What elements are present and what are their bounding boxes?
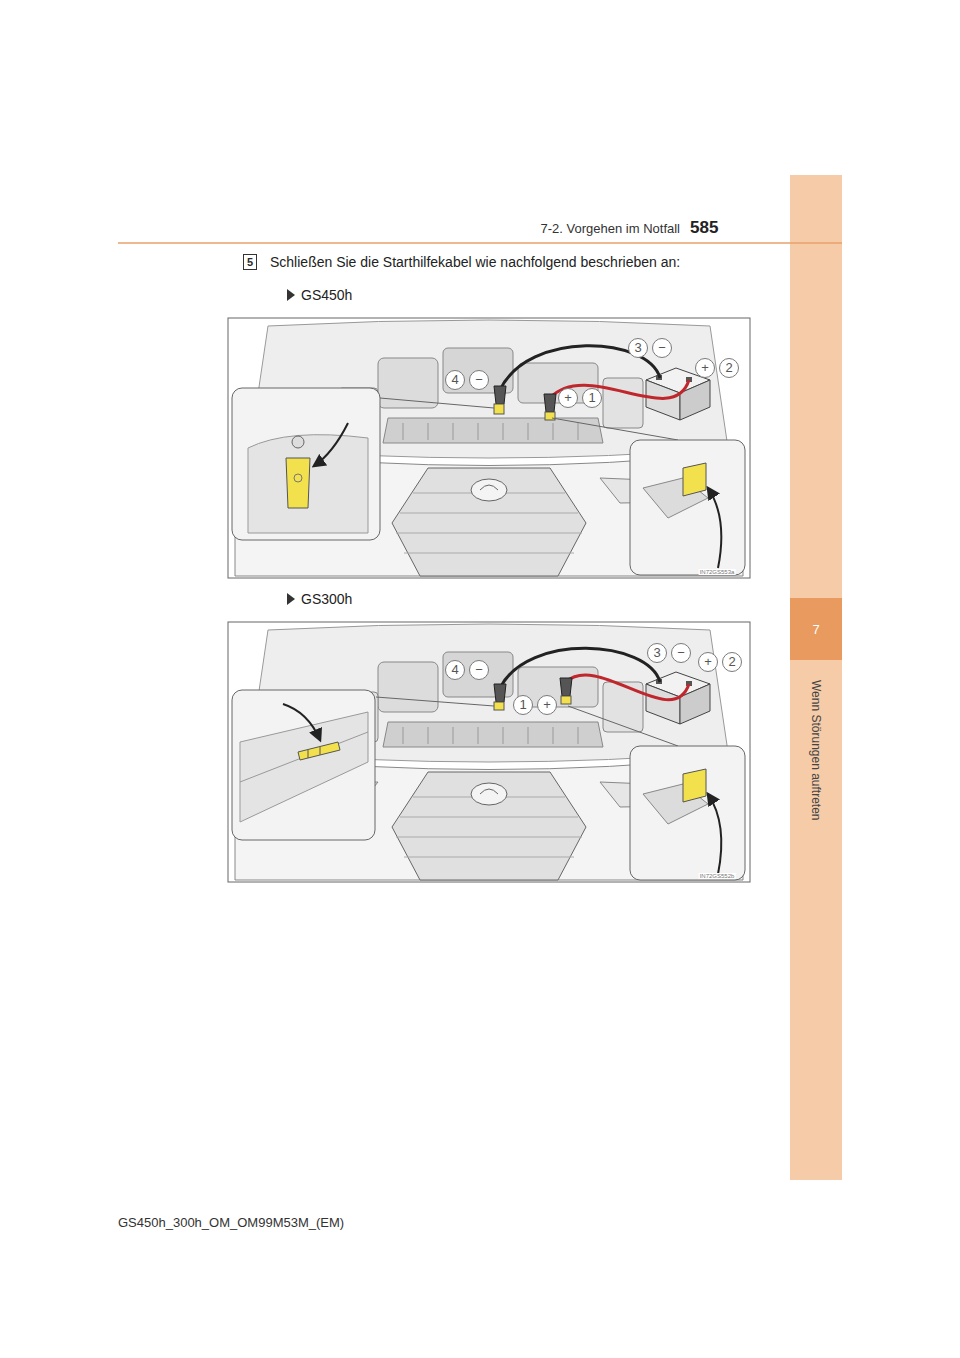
- chapter-title: Wenn Störungen auftreten: [809, 680, 823, 821]
- polarity-sign: +: [698, 652, 718, 672]
- polarity-sign: +: [537, 695, 557, 715]
- polarity-sign: −: [652, 338, 672, 358]
- engine-bay-illustration: [228, 622, 750, 882]
- polarity-sign: +: [695, 358, 715, 378]
- page-number: 585: [690, 218, 718, 238]
- callout-number: 4: [445, 660, 465, 680]
- callout-number: 1: [513, 695, 533, 715]
- polarity-sign: −: [469, 660, 489, 680]
- bullet-triangle: [287, 289, 295, 301]
- polarity-sign: +: [558, 388, 578, 408]
- chapter-tab: [790, 598, 842, 660]
- side-band: [790, 175, 842, 1180]
- polarity-sign: −: [671, 643, 691, 663]
- callout-number: 4: [445, 370, 465, 390]
- image-code: IN72GS552b: [699, 873, 736, 879]
- document-code: GS450h_300h_OM_OM99M53M_(EM): [118, 1215, 344, 1230]
- model-name: GS450h: [301, 287, 352, 303]
- bullet-triangle: [287, 593, 295, 605]
- callout-number: 1: [582, 388, 602, 408]
- callout-number: 3: [647, 643, 667, 663]
- header-rule: [118, 242, 842, 244]
- step-number: 5: [243, 254, 257, 270]
- callout-number: 2: [719, 358, 739, 378]
- section-header: 7-2. Vorgehen im Notfall: [541, 221, 680, 236]
- image-code: IN72GS553a: [699, 569, 736, 575]
- chapter-number: 7: [812, 622, 819, 637]
- callout-number: 3: [628, 338, 648, 358]
- model-name: GS300h: [301, 591, 352, 607]
- polarity-sign: −: [469, 370, 489, 390]
- engine-bay-illustration: [228, 318, 750, 578]
- instruction-text: Schließen Sie die Starthilfekabel wie na…: [270, 254, 680, 270]
- callout-number: 2: [722, 652, 742, 672]
